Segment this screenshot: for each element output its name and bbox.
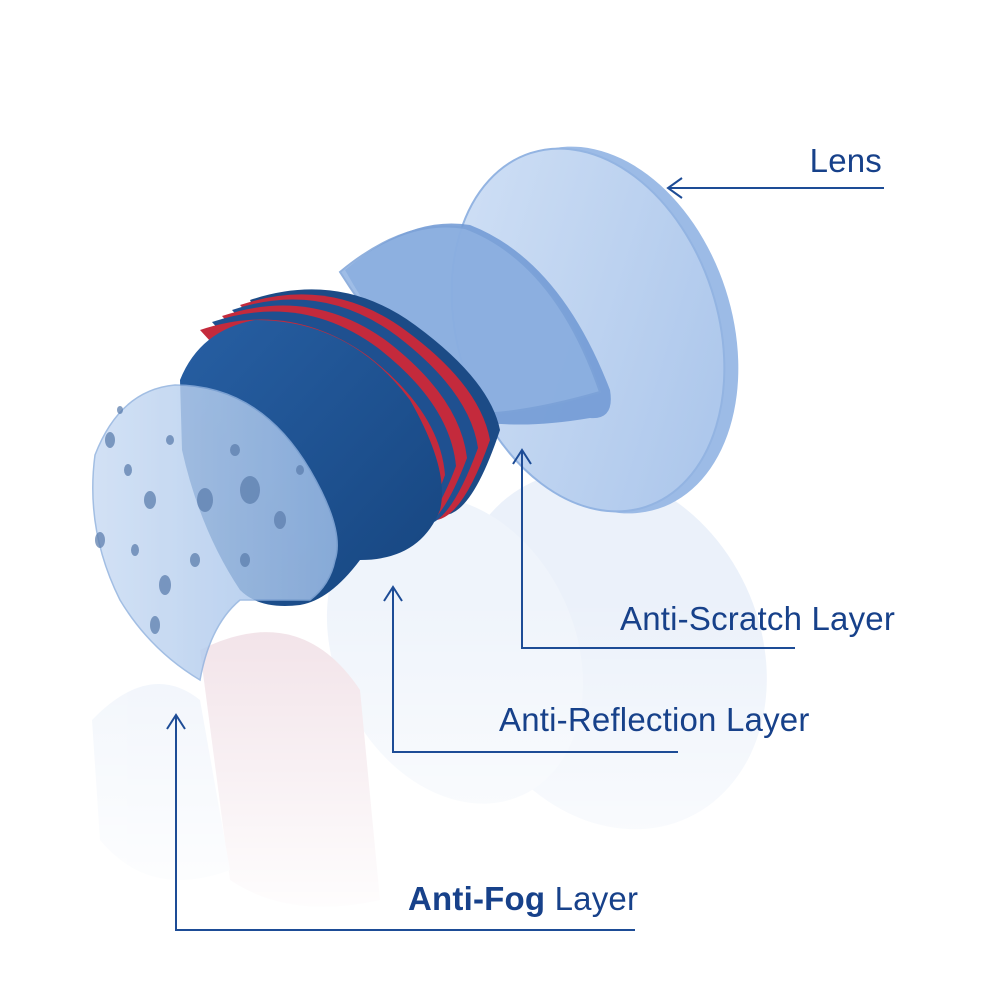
- lens-label: Lens: [809, 142, 882, 179]
- anti-fog-label-rest: Layer: [545, 880, 639, 917]
- lens-leader: [666, 177, 884, 199]
- anti-scratch-layer-label: Anti-Scratch Layer: [620, 600, 896, 637]
- leader-lines: [166, 177, 884, 931]
- anti-fog-leader: [166, 713, 635, 931]
- anti-reflection-layer-label: Anti-Reflection Layer: [499, 701, 810, 738]
- anti-fog-disc: [92, 384, 338, 682]
- anti-scratch-leader: [512, 448, 795, 649]
- anti-fog-layer-label: Anti-Fog Layer: [408, 880, 638, 918]
- anti-fog-label-bold: Anti-Fog: [408, 880, 546, 917]
- anti-reflection-leader: [383, 585, 678, 753]
- water-droplets: [95, 406, 304, 634]
